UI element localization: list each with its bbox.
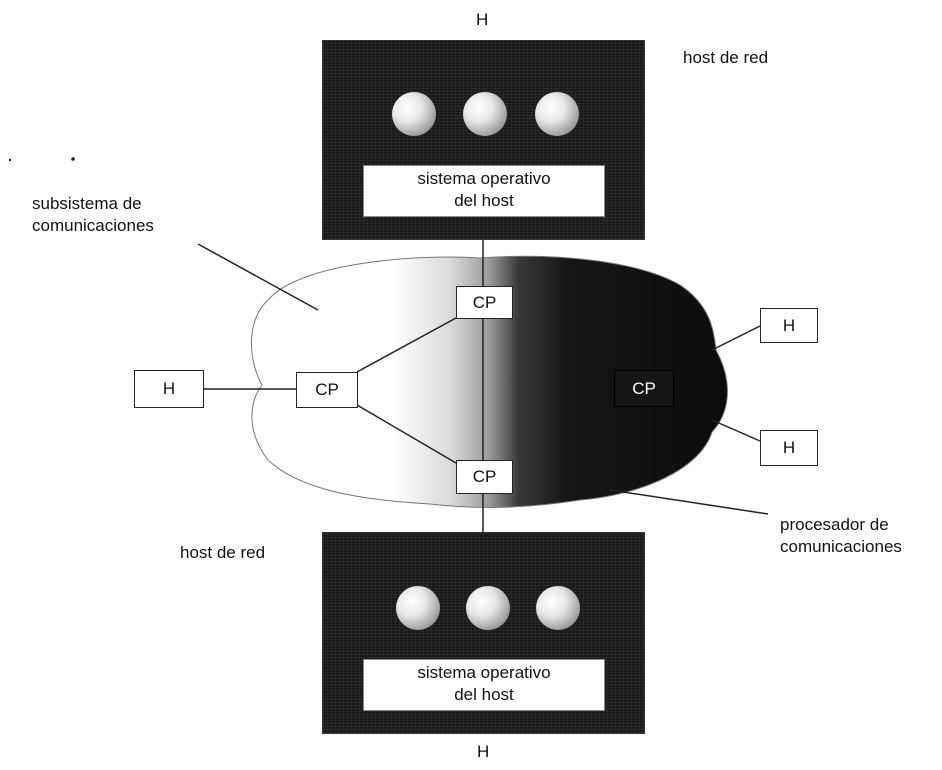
process-circle	[535, 92, 579, 136]
pointer-subsystem-label	[198, 244, 318, 310]
os-box-line1: sistema operativo	[364, 168, 604, 190]
cp-node-bottom: CP	[456, 460, 513, 494]
h-node-right-top: H	[760, 308, 818, 343]
process-circle	[536, 586, 580, 630]
pointer-processor-label	[610, 490, 768, 514]
processor-label-line1: procesador de	[780, 514, 902, 536]
subsystem-label-line2: comunicaciones	[32, 215, 154, 237]
top-host-caption: host de red	[683, 47, 768, 69]
os-box-line2: del host	[364, 190, 604, 212]
os-box-top: sistema operativo del host	[363, 165, 605, 217]
top-host-panel: sistema operativo del host	[322, 40, 645, 240]
processor-label-line2: comunicaciones	[780, 536, 902, 558]
process-circle	[396, 586, 440, 630]
h-node-left: H	[134, 370, 204, 408]
bottom-host-h-label: H	[477, 741, 489, 763]
speck-mark	[71, 157, 75, 161]
subsystem-label-line1: subsistema de	[32, 193, 154, 215]
subsystem-label: subsistema de comunicaciones	[32, 193, 154, 237]
os-box-line1: sistema operativo	[364, 662, 604, 684]
process-circle	[463, 92, 507, 136]
bottom-host-panel: sistema operativo del host	[322, 532, 645, 734]
bottom-host-caption: host de red	[180, 542, 265, 564]
cp-node-left: CP	[296, 372, 358, 408]
link-cp-right-h-right-top	[712, 326, 760, 350]
os-box-line2: del host	[364, 684, 604, 706]
cp-node-right: CP	[614, 370, 674, 407]
process-circle	[466, 586, 510, 630]
processor-label: procesador de comunicaciones	[780, 514, 902, 558]
top-host-h-label: H	[476, 9, 488, 31]
cp-node-top: CP	[456, 286, 513, 319]
process-circle	[392, 92, 436, 136]
speck-mark	[9, 159, 11, 161]
h-node-right-bottom: H	[760, 430, 818, 466]
link-cp-right-h-right-bottom	[712, 420, 760, 441]
os-box-bottom: sistema operativo del host	[363, 659, 605, 711]
